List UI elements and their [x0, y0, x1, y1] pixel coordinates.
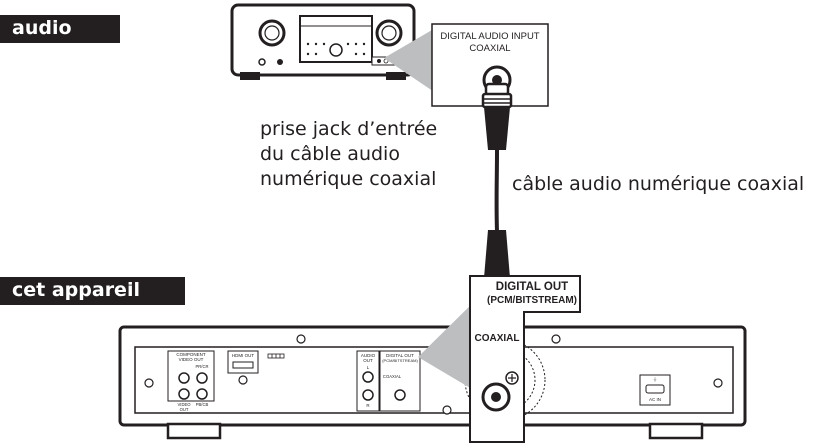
digital-out-callout: DIGITAL OUT (PCM/BITSTREAM) COAXIAL — [469, 275, 581, 443]
pcm-bitstream-text: (PCM/BITSTREAM) — [487, 295, 577, 306]
input-jack-caption: prise jack d’entrée du câble audio numér… — [260, 117, 437, 192]
input-jack-caption-line3: numérique coaxial — [260, 168, 437, 190]
audio-out-text: AUDIO — [361, 353, 376, 358]
panel-digital-out-text: DIGITAL OUT — [386, 353, 414, 358]
coaxial-cable — [481, 82, 513, 300]
component-text: COMPONENT — [176, 352, 206, 357]
ac-in-text: AC IN — [649, 397, 661, 402]
out-text: OUT — [180, 407, 189, 412]
panel-pcm-text: (PCM/BITSTREAM) — [382, 358, 418, 363]
video-out-text: VIDEO OUT — [179, 357, 204, 362]
pr-cr-text: PR/CR — [195, 364, 208, 369]
audio-receiver — [230, 3, 416, 80]
cable-caption: câble audio numérique coaxial — [512, 173, 805, 195]
panel-coaxial-text: COAXIAL — [383, 374, 402, 379]
digital-out-text: DIGITAL OUT — [496, 281, 568, 293]
audio-l-text: L — [367, 365, 370, 370]
audio-out-out-text: OUT — [363, 358, 373, 363]
digital-audio-input-callout: DIGITAL AUDIO INPUT COAXIAL — [431, 23, 549, 107]
input-jack-caption-line2: du câble audio — [260, 143, 400, 165]
video-text: VIDEO — [177, 402, 191, 407]
hdmi-out-text: HDMI OUT — [232, 353, 254, 358]
input-jack-caption-line1: prise jack d’entrée — [260, 118, 438, 140]
digital-audio-input-text: DIGITAL AUDIO INPUT — [440, 31, 539, 42]
pb-cb-text: PB/CB — [196, 402, 209, 407]
audio-label: audio — [0, 15, 120, 43]
ac-in-plug-mark: ⏚ — [653, 376, 658, 382]
input-coaxial-text: COAXIAL — [469, 43, 510, 54]
unit-label: cet appareil — [0, 277, 185, 305]
audio-r-text: R — [366, 403, 370, 408]
output-coaxial-text: COAXIAL — [475, 333, 520, 344]
